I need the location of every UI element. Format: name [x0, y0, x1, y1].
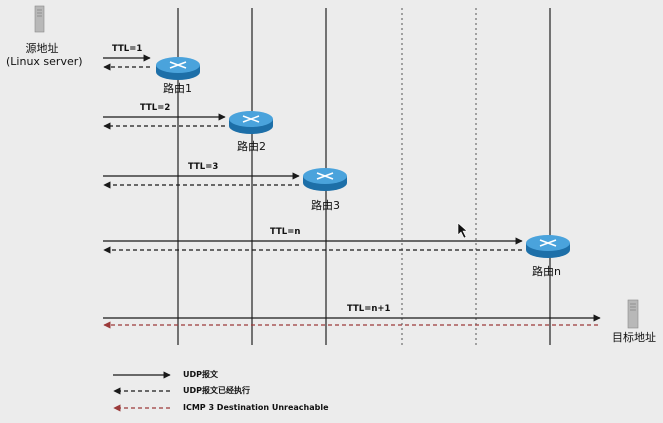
legend-udp-returned-label: UDP报文已经执行	[183, 386, 250, 395]
router-icon	[303, 168, 347, 191]
server-icon	[34, 5, 45, 33]
router-label-n: 路由n	[532, 265, 561, 278]
cursor-icon	[457, 222, 468, 239]
router-icon	[229, 111, 273, 134]
router-label-2: 路由2	[237, 140, 266, 153]
source-label: 源地址 (Linux server)	[6, 42, 83, 68]
router-label-1: 路由1	[163, 82, 192, 95]
destination-label: 目标地址	[612, 331, 656, 344]
router-icon	[156, 57, 200, 80]
ttl-label-2: TTL=2	[140, 103, 171, 113]
legend-udp-label: UDP报文	[183, 370, 218, 379]
source-label-name: 源地址	[25, 42, 59, 55]
legend-icmp-label: ICMP 3 Destination Unreachable	[183, 403, 329, 412]
server-icon	[627, 299, 639, 329]
router-icon	[526, 235, 570, 258]
router-label-3: 路由3	[311, 199, 340, 212]
ttl-label-n: TTL=n	[270, 227, 301, 237]
source-label-host: (Linux server)	[6, 55, 83, 68]
ttl-label-3: TTL=3	[188, 162, 219, 172]
ttl-label-final: TTL=n+1	[347, 304, 391, 314]
ttl-label-1: TTL=1	[112, 44, 143, 54]
